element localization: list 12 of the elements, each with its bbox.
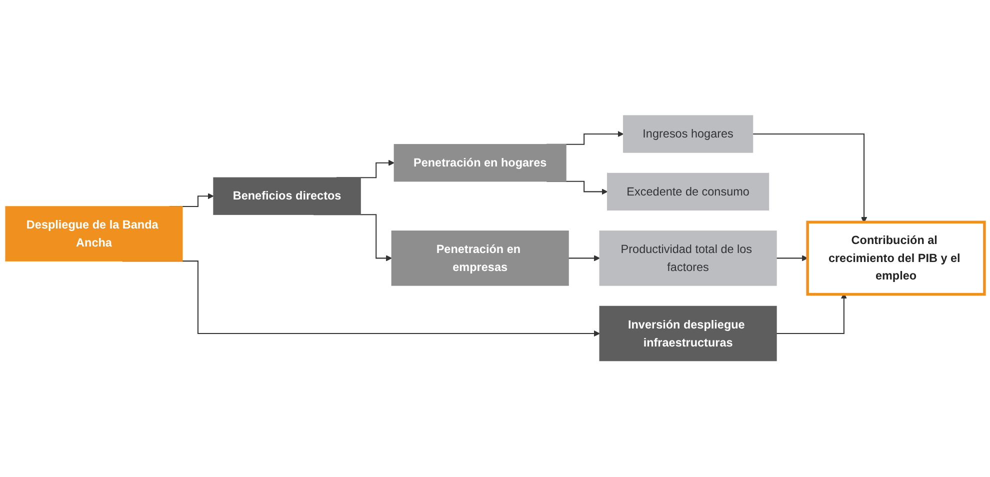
node-box: Productividad total de los factores (599, 230, 777, 286)
node-box: Penetración en hogares (394, 144, 566, 182)
node-box: Excedente de consumo (606, 173, 770, 211)
node-box: Despliegue de la Banda Ancha (5, 206, 183, 262)
arrow (776, 256, 808, 262)
arrow (568, 256, 600, 262)
node-box: Beneficios directos (213, 178, 361, 216)
node-box: Contribución al crecimiento del PIB y el empleo (806, 221, 986, 296)
arrow (752, 134, 868, 224)
node-box: Penetración en empresas (391, 230, 569, 286)
node-box: Inversión despliegue infraestructuras (599, 306, 777, 362)
node-box: Ingresos hogares (622, 116, 754, 154)
